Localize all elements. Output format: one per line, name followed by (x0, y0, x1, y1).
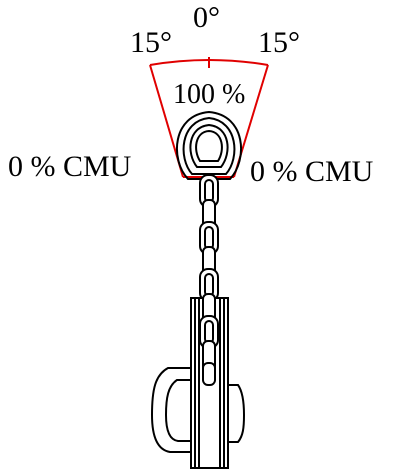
hoist-body (150, 297, 246, 469)
side-cover (229, 384, 246, 443)
master-link (176, 110, 242, 180)
chain-link (202, 362, 216, 386)
master-link-mid (182, 116, 236, 175)
master-link-inner (189, 123, 229, 168)
chain-link-inner (204, 320, 214, 344)
load-right-label: 0 % CMU (250, 155, 374, 188)
chain-link-inner (204, 273, 214, 297)
chain-link-inner (204, 226, 214, 250)
angle-left-label: 15° (130, 26, 172, 59)
master-link-outer (176, 110, 242, 180)
angle-right-label: 15° (258, 26, 300, 59)
angle-center-label: 0° (193, 1, 220, 34)
load-left-label: 0 % CMU (8, 150, 132, 183)
hand-wheel-inner (164, 379, 195, 442)
master-link-core (195, 129, 223, 162)
load-center-label: 100 % (173, 79, 245, 110)
chain (199, 174, 219, 302)
chain-link-inner (204, 179, 214, 203)
chain-in-body (199, 293, 219, 386)
hand-wheel-outer (150, 367, 195, 453)
